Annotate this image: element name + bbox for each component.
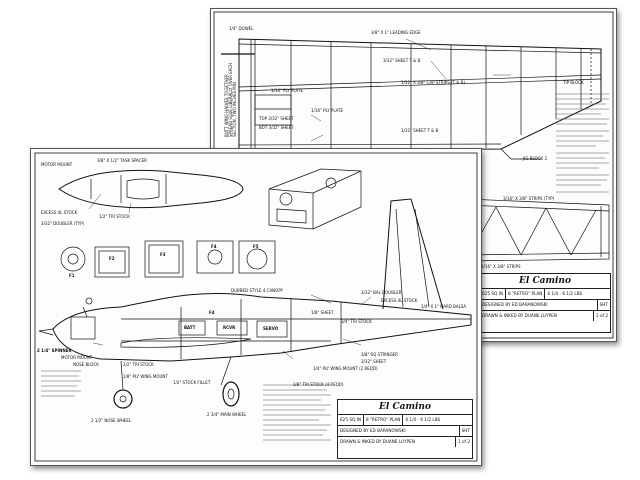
leading-edge-label: 3/8" X 1" LEADING EDGE [371,30,421,35]
tri-stock-label-3: 1/2" TRI STOCK [123,362,154,367]
tri-stock-label-4: 3/8" TRI STOCK (4 REQD) [293,382,344,387]
strips-label: 3/16" X 3/8" STRIPS (TYP) [503,196,555,201]
designer: DESIGNED BY ED BARANOWSKI [340,428,406,433]
bot-sheet-label: BOT 3/32" SHEET [259,125,294,130]
drafter: DRAWN & INKED BY DUANE LUYPEN [340,439,415,444]
top-sheet-label: TOP 3/32" SHEET [259,116,294,121]
plan-sheet-1: MOTOR MOUNT 3/8" X 1/2" TASK SPACER EXCE… [30,148,482,466]
excess-stock-label-2: EXCESS 4L STOCK [381,298,418,303]
sheet-3-32-label: 3/32" SHEET [361,359,387,364]
former-f5: F5 [253,244,259,249]
wing-area: 625 SQ IN [340,417,361,422]
doubler-label: 3/32" DOUBLER (TYP) [41,221,85,226]
sheet-1-8-label: 1/8" SHEET [311,310,334,315]
weight: 6 1/4 - 6 1/2 LBS [402,415,442,425]
former-f3: F3 [160,252,166,257]
hard-balsa-label: 1/4" X 1" HARD BALSA [421,304,467,309]
sheet-number: 2 of 2 [592,311,610,321]
wing-area: 625 SQ IN [482,291,503,296]
tri-stock-label-2: 3/4" TRI STOCK [341,319,372,324]
title-block-sheet-1: El Camino 625 SQ IN 8 "RETRO" PLAN 6 1/4… [337,399,473,459]
motor-mount-label-2: MOTOR MOUNT [61,355,93,360]
ply-wing-mount-label: 1/8" PLY WING MOUNT [123,374,168,379]
sheet-tb-label: 3/32" SHEET T & B [383,58,421,63]
sheet-tb-label-2: 3/32" SHEET T & B [401,128,439,133]
stock-fillet-label: 1/2" STOCK FILLET [173,380,211,385]
weight: 6 1/4 - 6 1/2 LBS [544,289,584,299]
fuselage-plan-drawing [34,152,478,462]
excess-stock-label: EXCESS 4L STOCK [41,210,78,215]
sheet-number: 1 of 2 [454,437,472,447]
former-f1: F1 [69,273,75,278]
sheet-label: SHT [458,426,472,436]
canopy-label: DUBBED STYLE 4 CANOPY [231,288,284,293]
plan-type: 8 "RETRO" PLAN [504,289,544,299]
nose-wheel-label: 2 1/2" NOSE WHEEL [91,418,132,423]
plan-type: 8 "RETRO" PLAN [362,415,402,425]
sheet-label: SHT [596,300,610,310]
receiver-label: RCVR [223,325,236,330]
jig-block-label: JIG BLOCK 3 [523,156,547,161]
dowel-label: 1/4" DOWEL [229,26,254,31]
title-block-sheet-2: El Camino 625 SQ IN 8 "RETRO" PLAN 6 1/4… [479,273,611,333]
stringer-label: 3/8" SQ STRINGER [361,352,398,357]
nose-block-label: NOSE BLOCK [73,362,99,367]
former-f2: F2 [109,256,115,261]
battery-label: BATT [184,325,196,330]
plan-title: El Camino [379,402,431,412]
ply-plate-label-2: 1/16" PLY PLATE [311,108,344,113]
strips-label-2: 3/16" X 3/8" STRIPS [481,264,521,269]
main-wheel-label: 2 3/4" MAIN WHEEL [207,412,247,417]
ply-wing-mount-label-2: 1/4" PLY WING MOUNT (2 REQD) [313,366,378,371]
plan-title: El Camino [519,276,571,286]
spinner-label: 2 1/4" SPINNER [37,348,72,353]
cap-strips-label: 1/32" X 3/8" CAP STRIPS (T & B) [401,80,466,85]
assembly-note: BUTT WING HALVES TOGETHER SPREAD GLUE LI… [224,62,237,137]
servo-label: SERVO [263,326,279,331]
designer: DESIGNED BY ED BARANOWSKI [482,302,548,307]
task-spacer-label: 3/8" X 1/2" TASK SPACER [97,158,147,163]
bal-doubler-label: 3/32" BAL DOUBLER [361,290,402,295]
drafter: DRAWN & INKED BY DUANE LUYPEN [482,313,557,318]
tri-stock-label: 1/2" TRI STOCK [99,214,130,219]
ply-plate-label: 1/16" PLY PLATE [271,88,304,93]
motor-mount-label: MOTOR MOUNT [41,162,73,167]
former-f4: F4 [211,244,217,249]
former-f4-side: F4 [209,310,215,315]
tip-block-label: TIP BLOCK [563,80,584,85]
